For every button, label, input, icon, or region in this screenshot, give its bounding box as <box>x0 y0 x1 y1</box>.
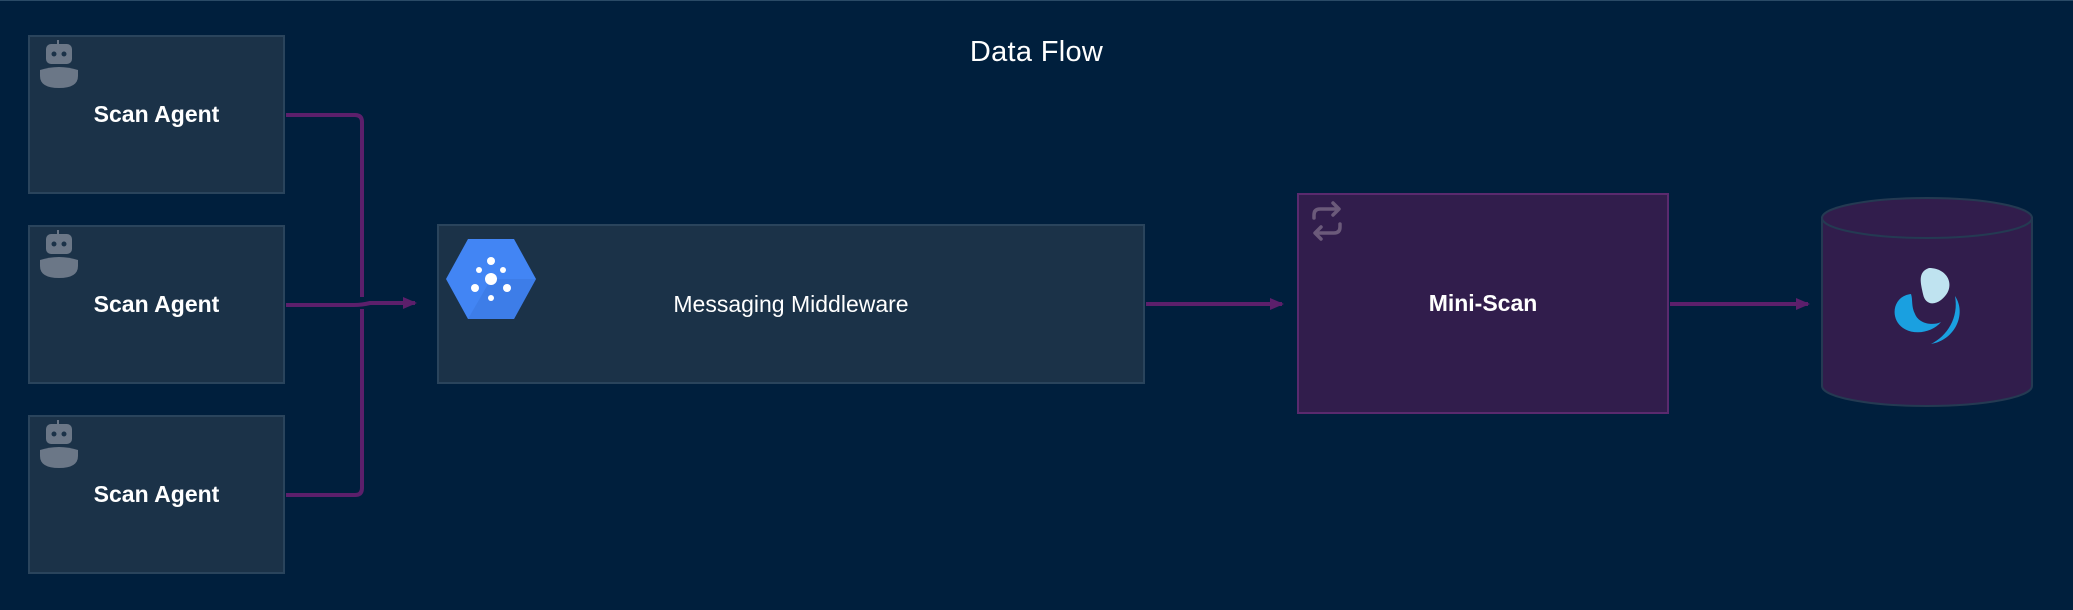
scan-agent-node: Scan Agent <box>28 415 285 574</box>
robot-icon <box>40 420 78 468</box>
messaging-middleware-node: Messaging Middleware <box>437 224 1145 384</box>
scan-agent-label: Scan Agent <box>93 101 220 127</box>
database-logo-icon <box>1894 268 1960 344</box>
middleware-label: Messaging Middleware <box>673 290 909 317</box>
mini-scan-label: Mini-Scan <box>1428 290 1538 316</box>
scan-agent-node: Scan Agent <box>28 225 285 384</box>
scan-agent-label: Scan Agent <box>93 291 220 317</box>
robot-icon <box>40 230 78 278</box>
database-node <box>1821 197 2033 407</box>
edge-agent2-to-middleware <box>286 297 417 309</box>
mini-scan-node: Mini-Scan <box>1297 193 1669 414</box>
diagram-title: Data Flow <box>969 36 1104 68</box>
robot-icon <box>40 40 78 88</box>
scan-agent-label: Scan Agent <box>93 481 220 507</box>
edge-agent3-to-middleware <box>286 309 364 497</box>
pubsub-hexagon-icon <box>446 239 536 319</box>
top-border <box>0 0 2073 1</box>
edge-agent1-to-middleware <box>286 113 364 297</box>
scan-agent-node: Scan Agent <box>28 35 285 194</box>
sync-icon <box>1312 201 1342 241</box>
